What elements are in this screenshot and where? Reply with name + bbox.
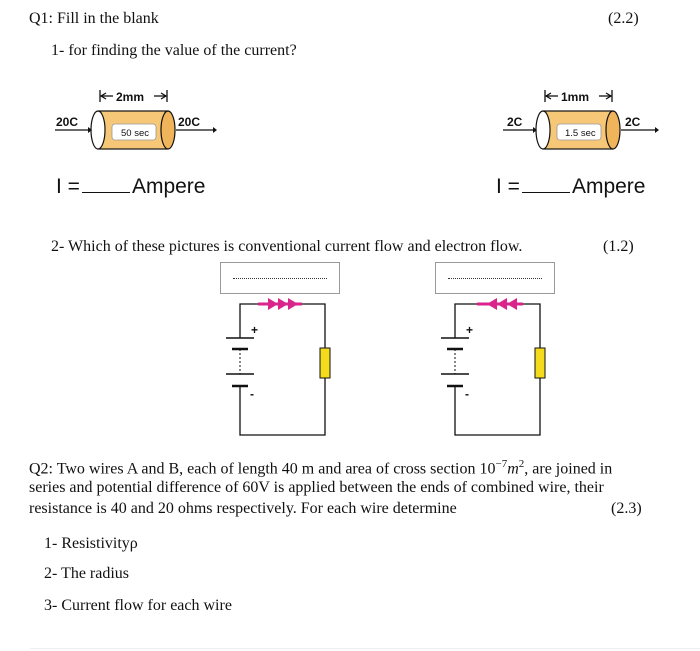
- right-wire-diagram: 1mm 1.5 sec 2C 2C: [495, 88, 675, 158]
- left-length-label: 2mm: [116, 90, 144, 104]
- q2-item-3: 3- Current flow for each wire: [44, 597, 232, 614]
- q2-line2: series and potential difference of 60V i…: [29, 479, 604, 496]
- q2-item-2: 2- The radius: [44, 565, 130, 582]
- q2-exponent: −7: [495, 458, 508, 470]
- left-charge-in: 20C: [56, 115, 78, 129]
- left-minus-sign: -: [250, 387, 254, 401]
- left-circuit-diagram: + -: [220, 292, 345, 442]
- q1-item2: 2- Which of these pictures is convention…: [51, 238, 523, 255]
- right-answer-unit: Ampere: [571, 175, 646, 198]
- q1-item1: 1- for finding the value of the current?: [51, 42, 297, 59]
- q1-marks: (2.2): [608, 10, 639, 27]
- q2-exponent2: 2: [518, 458, 525, 470]
- right-minus-sign: -: [465, 387, 469, 401]
- left-time-label: 50 sec: [121, 128, 149, 139]
- left-plus-sign: +: [251, 323, 258, 337]
- right-circuit-diagram: + -: [435, 292, 560, 442]
- q2-line3: resistance is 40 and 20 ohms respectivel…: [29, 500, 457, 517]
- right-length-label: 1mm: [561, 90, 589, 104]
- q1-title: Q1: Fill in the blank: [29, 10, 159, 27]
- right-time-label: 1.5 sec: [565, 128, 596, 139]
- right-answer-blank[interactable]: [521, 174, 570, 193]
- right-answer-prefix: I =: [496, 175, 520, 198]
- left-wire-diagram: 2mm 50 sec 20C 20C: [50, 88, 230, 158]
- left-flow-answer-box[interactable]: [220, 262, 340, 294]
- right-plus-sign: +: [466, 323, 473, 337]
- page-divider: [30, 648, 700, 649]
- left-current-arrows: [258, 298, 302, 310]
- q1-item2-marks: (1.2): [603, 238, 634, 255]
- right-answer: I = Ampere: [496, 174, 645, 199]
- left-answer-blank[interactable]: [81, 174, 130, 193]
- q2-item-1: 1- Resistivityρ: [44, 535, 138, 552]
- left-answer: I = Ampere: [56, 174, 205, 199]
- left-answer-prefix: I =: [56, 175, 80, 198]
- q2-marks: (2.3): [611, 500, 642, 517]
- right-current-arrows: [477, 298, 523, 310]
- left-answer-unit: Ampere: [131, 175, 206, 198]
- right-flow-answer-box[interactable]: [435, 262, 555, 294]
- right-charge-out: 2C: [625, 115, 641, 129]
- right-charge-in: 2C: [507, 115, 523, 129]
- q2-line1-pre: Q2: Two wires A and B, each of length 40…: [29, 460, 496, 478]
- left-charge-out: 20C: [178, 115, 200, 129]
- q2-unit-m: m: [507, 460, 519, 478]
- q2-line1: Q2: Two wires A and B, each of length 40…: [29, 458, 612, 478]
- q2-line1-post: , are joined in: [524, 460, 613, 478]
